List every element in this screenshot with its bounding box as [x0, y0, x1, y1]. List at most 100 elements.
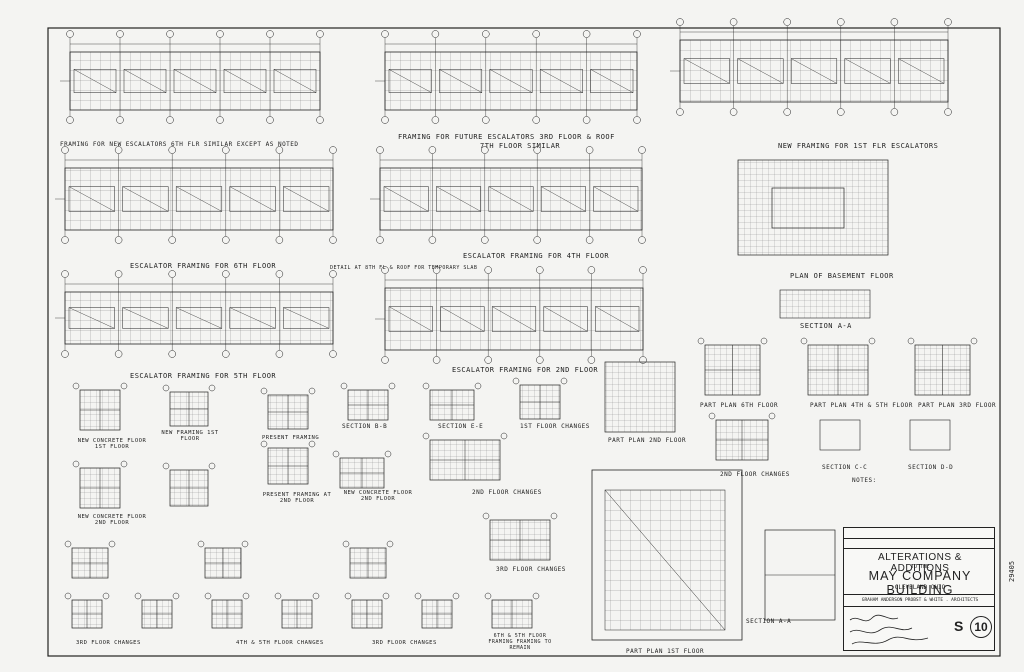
sheet-prefix: S	[954, 618, 964, 634]
column-bubble	[560, 377, 568, 385]
escalator-opening	[436, 186, 482, 212]
column-bubble	[388, 382, 396, 390]
escalator-opening	[122, 307, 169, 329]
diagonal-brace	[489, 69, 533, 93]
column-bubble	[102, 592, 110, 600]
column-bubble	[536, 266, 544, 274]
diagonal-brace	[68, 307, 115, 329]
column-bubble	[585, 236, 594, 244]
column-bubble	[384, 450, 392, 458]
column-bubble	[114, 270, 123, 278]
column-bubble	[66, 30, 74, 38]
sheet-number: 10	[970, 616, 992, 638]
column-bubble	[484, 356, 492, 364]
column-bubble	[168, 350, 176, 358]
column-bubble	[386, 540, 394, 548]
column-bubble	[266, 116, 274, 124]
title-block-building: MAY COMPANY BUILDING	[868, 569, 972, 597]
column-bubble	[482, 116, 490, 124]
basement-plan-outline	[737, 159, 889, 256]
label-part-plan-6th: PART PLAN 6TH FLOOR	[700, 402, 779, 409]
column-bubble	[61, 236, 69, 244]
label-escalator-2nd: ESCALATOR FRAMING FOR 2ND FLOOR	[452, 366, 599, 374]
column-bubble	[633, 30, 641, 38]
column-bubble	[241, 540, 249, 548]
column-bubble	[500, 432, 508, 440]
column-bubble	[260, 440, 268, 448]
column-bubble	[72, 460, 80, 468]
escalator-opening	[383, 186, 429, 212]
escalator-opening	[539, 69, 583, 93]
diagonal-brace	[383, 186, 429, 212]
signatures	[849, 614, 929, 645]
column-bubble	[222, 270, 230, 278]
diagonal-brace	[595, 306, 640, 332]
column-bubble	[168, 236, 176, 244]
label-seventh-similar: 7TH FLOOR SIMILAR	[480, 142, 561, 150]
diagonal-brace	[540, 69, 583, 93]
column-bubble	[216, 116, 224, 124]
column-bubble	[162, 462, 170, 470]
column-bubble	[114, 236, 123, 244]
column-bubble	[116, 30, 124, 38]
side-code: 29405	[1008, 560, 1016, 582]
column-bubble	[114, 146, 123, 154]
column-bubble	[381, 116, 389, 124]
column-bubble	[162, 384, 170, 392]
column-bubble	[381, 30, 389, 38]
diagonal-brace	[283, 186, 330, 212]
column-bubble	[61, 270, 69, 278]
column-bubble	[340, 382, 348, 390]
title-block-rule	[844, 594, 994, 595]
diagonal-brace	[122, 307, 169, 329]
sheet-border	[47, 27, 1001, 657]
label-part-plan-1st: PART PLAN 1ST FLOOR	[626, 648, 705, 655]
label-third-floor-changes: 3RD FLOOR CHANGES	[496, 566, 566, 573]
escalator-opening	[737, 58, 784, 84]
column-bubble	[222, 350, 230, 358]
column-bubble	[428, 236, 437, 244]
diagonal-brace	[122, 186, 169, 212]
column-bubble	[120, 460, 128, 468]
column-bubble	[837, 108, 845, 116]
escalator-opening	[68, 186, 115, 212]
escalator-opening	[68, 307, 115, 329]
label-detail-roof: DETAIL AT 8TH FL & ROOF FOR TEMPORARY SL…	[330, 265, 478, 271]
column-bubble	[242, 592, 250, 600]
column-bubble	[638, 236, 646, 244]
escalator-opening	[898, 58, 945, 84]
column-bubble	[197, 540, 205, 548]
column-bubble	[61, 146, 69, 154]
column-bubble	[837, 18, 845, 26]
diagonal-brace	[176, 307, 222, 329]
column-bubble	[944, 108, 952, 116]
title-block: ALTERATIONS & ADDITIONS TO THE MAY COMPA…	[843, 527, 995, 651]
diagonal-brace	[492, 306, 536, 332]
column-bubble	[329, 146, 337, 154]
column-bubble	[697, 337, 705, 345]
escalator-opening	[123, 69, 167, 93]
diagonal-brace	[439, 69, 482, 93]
title-block-city: CLEVELAND OHIO	[894, 584, 946, 591]
escalator-opening	[122, 186, 169, 212]
label-escalator-6th: ESCALATOR FRAMING FOR 6TH FLOOR	[130, 262, 277, 270]
column-bubble	[61, 350, 69, 358]
column-bubble	[890, 108, 899, 116]
label-second-floor-changes: 2ND FLOOR CHANGES	[720, 471, 790, 478]
escalator-opening	[488, 186, 534, 212]
diagonal-brace	[604, 489, 726, 631]
column-bubble	[316, 116, 324, 124]
column-bubble	[329, 270, 337, 278]
escalator-opening	[491, 306, 537, 332]
label-new-concrete-2nd-b: NEW CONCRETE FLOOR 2ND FLOOR	[343, 490, 413, 502]
title-block-rule	[844, 538, 994, 539]
diagonal-brace	[440, 306, 485, 332]
column-bubble	[308, 440, 316, 448]
title-block-to: TO THE	[910, 564, 930, 570]
column-bubble	[414, 592, 422, 600]
column-bubble	[482, 30, 490, 38]
column-bubble	[381, 266, 389, 274]
column-bubble	[481, 146, 489, 154]
column-bubble	[381, 356, 389, 364]
